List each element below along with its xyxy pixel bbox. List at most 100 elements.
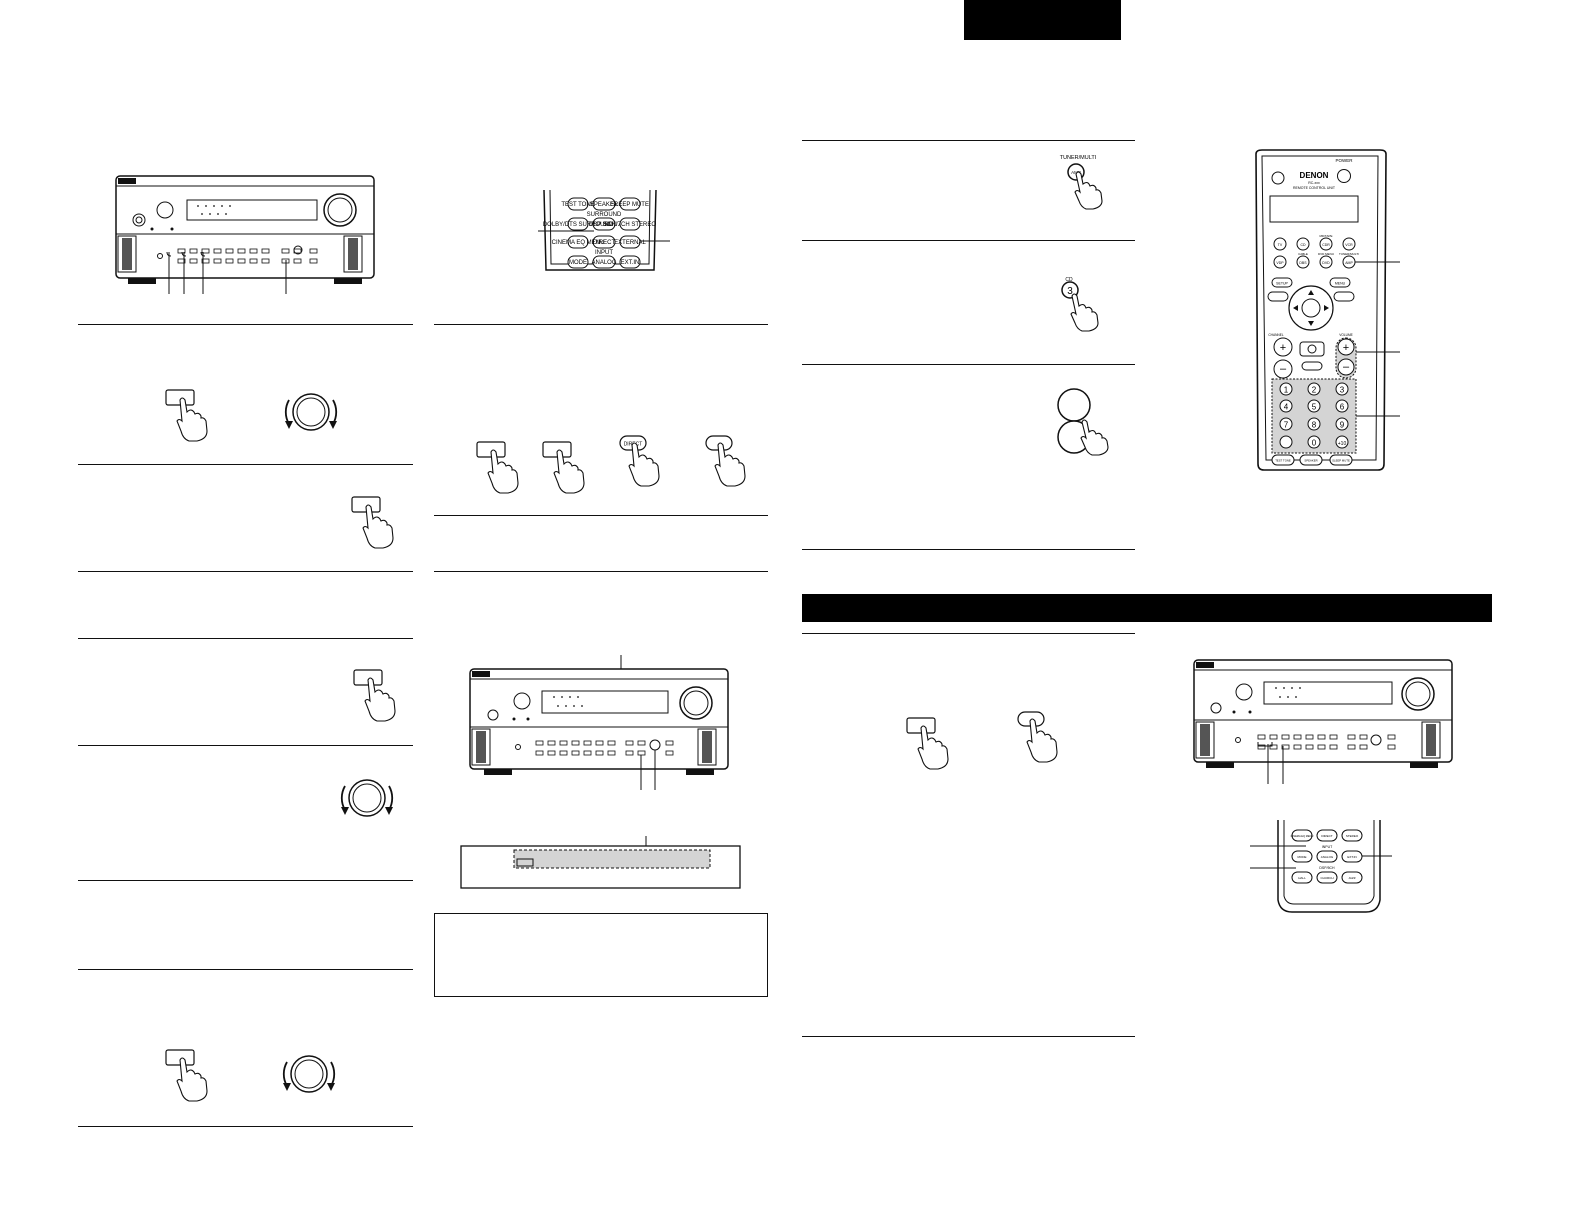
bottom-key-label: SLEEP MUTE [1332,459,1350,463]
amp-key-label: AMP [1071,170,1081,175]
unit-label: REMOTE CONTROL UNIT [1293,186,1336,190]
remote-section-label: SURROUND [587,212,622,218]
remote-partial-top: TEST TONE SPEAKER SLEEP MUTE SURROUND DO… [538,189,670,271]
remote-key-label: ANALOG [591,260,616,266]
remote-key-label: DIRECT [593,240,616,246]
number-key-label: 3 [1340,386,1345,395]
rotary-dial-icon [284,393,338,431]
remote-key-label: CHURCH [1321,876,1334,880]
number-key-label: 7 [1284,421,1289,430]
tuner-multi-label: TUNER/MULTI [1060,155,1097,161]
press-round-key-hand-icon [1017,711,1058,763]
press-button-hand-icon [351,496,394,549]
note-box [434,913,768,997]
press-button-hand-icon [165,1049,208,1102]
remote-key-label: EXT.IN [621,260,640,266]
press-button-hand-icon [906,717,949,770]
section-header-bar [802,594,1492,622]
brand-label: DENON [1300,171,1329,180]
language-tab [964,0,1121,40]
number-key-label: 6 [1340,403,1345,412]
number-key-label: 5 [1312,403,1317,412]
remote-partial-bottom: CINEMA EQ MENU DIRECT STEREO INPUT MODE … [1250,820,1392,913]
remote-key-label: DOLBY/DTS SURROUND [543,222,614,228]
remote-key-label: DIRECT [1321,834,1332,838]
nav-key-label: MENU [1335,282,1346,286]
remote-key-label: SPEAKER [590,202,619,208]
divider [78,880,413,881]
number-key-label: 4 [1284,403,1289,412]
number-key-hand-icon: CD 3 [1061,277,1099,332]
remote-key-label: JAZZ [1348,876,1355,880]
bottom-key-label: TEST TONE [1275,459,1291,463]
remote-control-unit: POWER DENON RC-xxx REMOTE CONTROL UNIT T… [1255,149,1400,471]
press-button-hand-icon [542,441,585,494]
divider [78,1126,413,1127]
bottom-key-label: SPEAKER [1304,459,1317,463]
power-label: POWER [1335,158,1353,163]
divider [78,638,413,639]
divider [802,1036,1135,1037]
divider [802,549,1135,550]
receiver-front-panel [469,655,729,790]
number-key-label: 2 [1312,386,1317,395]
nav-key-label: SETUP [1276,282,1288,286]
svg-text:+: + [1343,342,1349,354]
receiver-front-panel [1193,659,1453,784]
display-window-diagram [460,836,741,889]
remote-key-label: STEREO [1346,834,1359,838]
remote-key-label: EXT.IN [1347,855,1356,859]
divider [802,240,1135,241]
tuner-multi-key-hand-icon: TUNER/MULTI AMP [1060,155,1103,210]
divider [434,515,768,516]
number-key-label: 0 [1312,439,1317,448]
remote-section-label: DSP/5CH [1319,866,1335,870]
source-key-label: VDP [1276,261,1284,265]
cd-label: CD [1065,277,1073,283]
remote-key-label: MODE [569,260,587,266]
channel-label: CHANNEL [1268,333,1283,337]
source-key-label: DVD [1322,261,1330,265]
source-key-label: TV [1278,243,1283,247]
row-label: TUNER/MULTI [1339,252,1359,256]
remote-key-label: HALL [1298,876,1306,880]
source-key-label: CDR [1322,243,1330,247]
press-button-hand-icon [476,441,519,494]
number-key-label: +10 [1338,441,1347,447]
model-label: RC-xxx [1308,181,1320,185]
remote-key-label: CINEMA EQ MENU [552,240,605,246]
press-button-hand-icon [353,669,396,722]
divider [78,745,413,746]
divider [802,364,1135,365]
number-key-label: 8 [1312,421,1317,430]
row-label: MD/TAPE [1319,234,1332,238]
source-key-label: DBS [1299,261,1307,265]
svg-text:+: + [1280,342,1286,354]
volume-label: VOLUME [1339,333,1352,337]
source-key-label: VCR [1345,243,1353,247]
remote-key-label: CINEMA EQ MENU [1291,834,1314,838]
remote-section-label: INPUT [1322,845,1333,849]
divider [434,324,768,325]
divider [78,324,413,325]
remote-section-label: INPUT [595,250,613,256]
remote-key-label: EXTERNAL [614,240,646,246]
svg-text:–: – [1343,361,1350,373]
number-key-label: 9 [1340,421,1345,430]
number-key-label: 1 [1284,386,1289,395]
key-3-label: 3 [1067,286,1073,297]
remote-key-label: ANALOG [1321,855,1334,859]
remote-key-label: MODE [1298,855,1307,859]
volume-keys-hand-icon [1057,388,1109,456]
divider [802,140,1135,141]
remote-key-label: SLEEP MUTE [611,202,649,208]
press-round-key-hand-icon [705,435,746,487]
source-key-label: AMP [1345,261,1353,265]
rotary-dial-icon [340,779,394,817]
divider [434,571,768,572]
row-label: DVD MENU [1318,252,1334,256]
svg-text:–: – [1280,363,1287,375]
remote-key-label: DSP SIMU. [589,222,620,228]
press-direct-key-hand-icon: DIRECT [619,435,660,487]
receiver-front-panel [115,175,375,294]
